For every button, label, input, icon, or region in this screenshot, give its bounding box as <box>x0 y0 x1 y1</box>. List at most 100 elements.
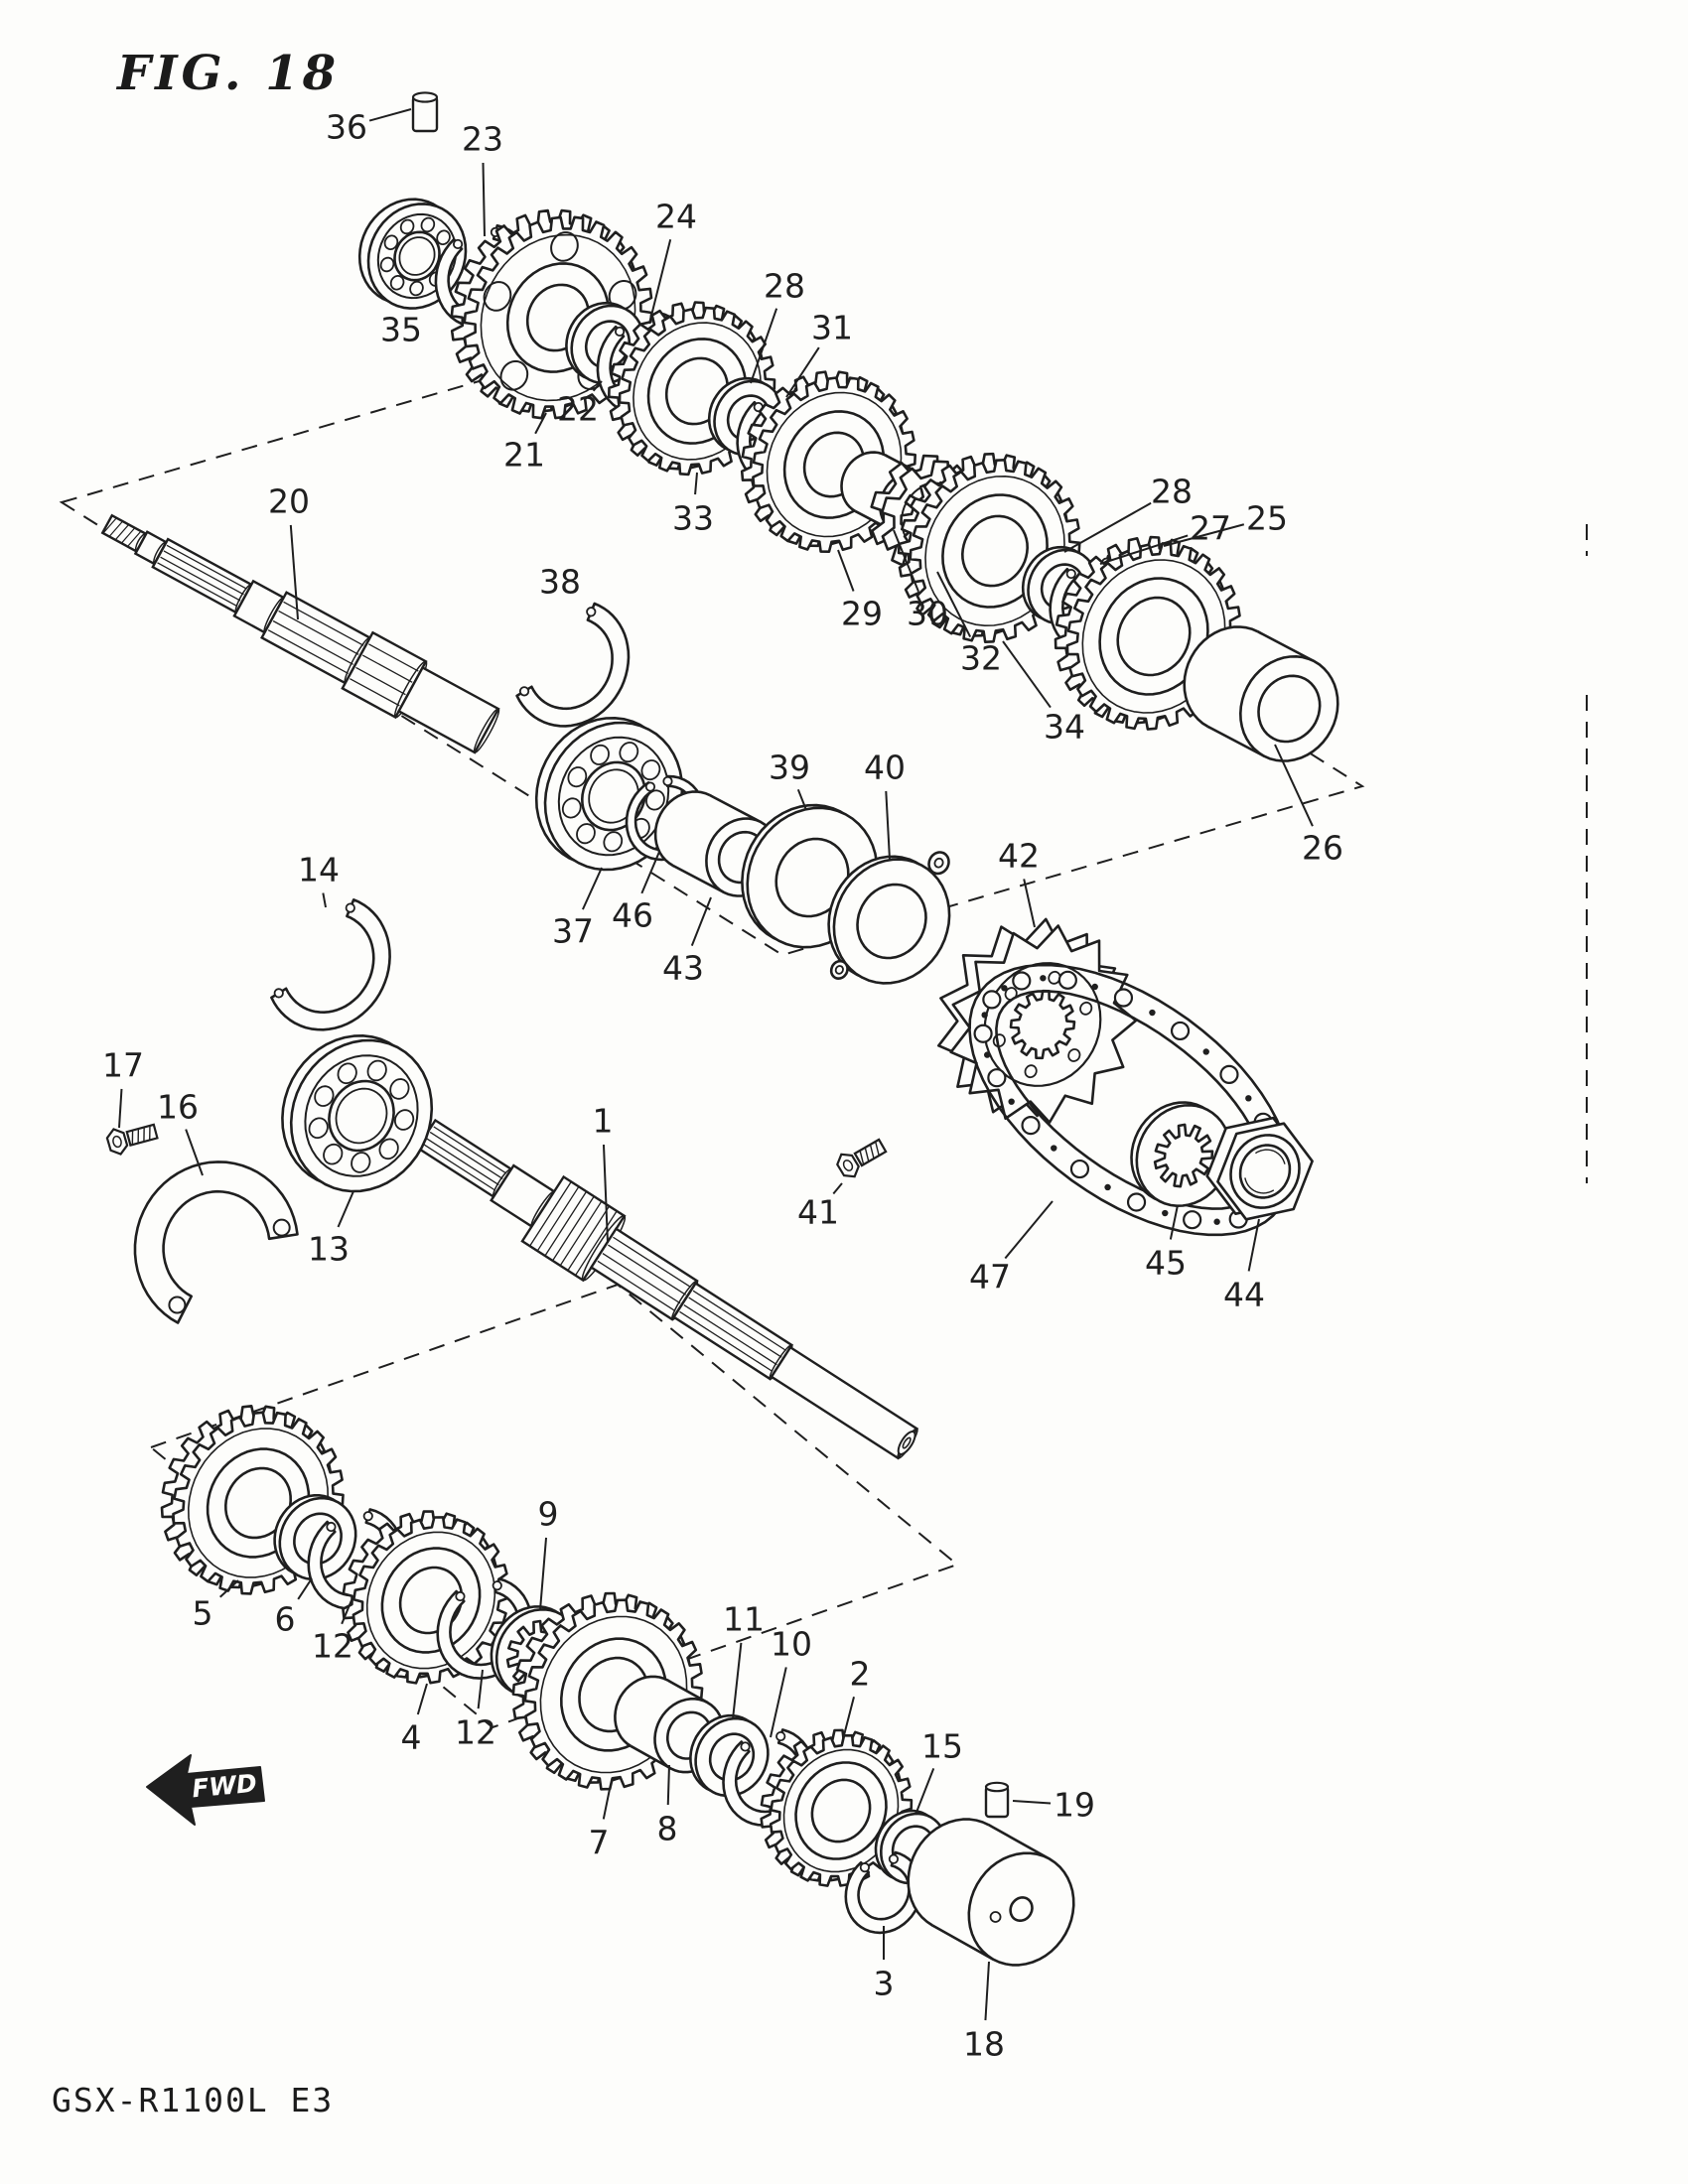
callout-19: 19 <box>1012 1786 1095 1825</box>
svg-text:19: 19 <box>1054 1786 1095 1825</box>
callout-36: 36 <box>326 108 412 147</box>
svg-text:14: 14 <box>298 851 340 889</box>
callout-15: 15 <box>914 1727 963 1816</box>
svg-text:36: 36 <box>326 108 367 147</box>
callout-26: 26 <box>1274 744 1343 868</box>
callout-13: 13 <box>308 1190 354 1269</box>
fwd-arrow: FWD <box>146 1754 265 1826</box>
callout-22: 22 <box>557 380 603 429</box>
svg-text:28: 28 <box>1151 473 1193 511</box>
callout-20: 20 <box>268 482 310 620</box>
callout-5: 5 <box>193 1579 239 1633</box>
part-41 <box>836 1138 888 1178</box>
callout-21: 21 <box>503 412 547 475</box>
svg-text:7: 7 <box>589 1824 610 1862</box>
callout-28: 28 <box>750 267 805 384</box>
callout-1: 1 <box>593 1102 614 1244</box>
callout-45: 45 <box>1145 1204 1187 1283</box>
callout-9: 9 <box>538 1495 559 1611</box>
callout-16: 16 <box>157 1088 204 1176</box>
svg-text:38: 38 <box>539 563 581 602</box>
callout-18: 18 <box>963 1961 1005 2064</box>
svg-text:33: 33 <box>672 499 714 538</box>
svg-text:41: 41 <box>797 1193 839 1232</box>
callout-3: 3 <box>874 1926 895 2003</box>
svg-text:21: 21 <box>503 436 545 475</box>
svg-text:9: 9 <box>538 1495 559 1534</box>
svg-text:32: 32 <box>960 639 1002 678</box>
svg-text:30: 30 <box>907 595 948 633</box>
callout-4: 4 <box>401 1683 428 1757</box>
part-42 <box>937 917 1138 1124</box>
part-26 <box>1183 625 1339 762</box>
callout-37: 37 <box>552 867 603 951</box>
svg-text:10: 10 <box>771 1625 812 1664</box>
part-44 <box>1205 1116 1314 1221</box>
svg-text:46: 46 <box>612 896 653 935</box>
svg-text:29: 29 <box>841 595 883 633</box>
svg-text:42: 42 <box>998 837 1040 876</box>
callout-31: 31 <box>785 309 853 398</box>
callout-44: 44 <box>1223 1218 1265 1314</box>
svg-text:18: 18 <box>963 2025 1005 2064</box>
svg-text:23: 23 <box>462 120 503 159</box>
svg-text:28: 28 <box>764 267 805 306</box>
part-36 <box>411 91 439 133</box>
svg-text:17: 17 <box>102 1046 144 1085</box>
callout-27: 27 <box>1099 509 1231 565</box>
part-45 <box>1130 1101 1232 1207</box>
callout-47: 47 <box>969 1200 1054 1297</box>
svg-text:20: 20 <box>268 482 310 521</box>
callout-23: 23 <box>462 120 503 237</box>
callout-24: 24 <box>648 198 697 325</box>
part-20 <box>100 513 500 754</box>
callout-33: 33 <box>672 472 714 538</box>
part-4 <box>342 1510 510 1685</box>
svg-text:37: 37 <box>552 912 594 951</box>
part-38 <box>515 602 631 728</box>
callout-29: 29 <box>837 549 883 633</box>
part-14 <box>270 898 391 1031</box>
callout-38: 38 <box>539 563 581 602</box>
svg-text:47: 47 <box>969 1258 1011 1297</box>
part-18 <box>907 1818 1075 1967</box>
callout-30: 30 <box>893 529 948 633</box>
callout-34: 34 <box>1002 640 1085 747</box>
callout-17: 17 <box>102 1046 144 1129</box>
svg-text:5: 5 <box>193 1594 213 1633</box>
callout-2: 2 <box>843 1655 871 1736</box>
fwd-label: FWD <box>191 1769 258 1804</box>
svg-text:34: 34 <box>1044 708 1085 747</box>
callout-14: 14 <box>298 851 340 908</box>
callout-39: 39 <box>769 749 810 811</box>
svg-text:12: 12 <box>455 1713 496 1752</box>
callout-8: 8 <box>657 1764 678 1848</box>
svg-text:11: 11 <box>723 1600 765 1639</box>
callout-7: 7 <box>589 1788 611 1862</box>
dashed-guide-2 <box>148 1283 960 1729</box>
part-16 <box>133 1160 299 1324</box>
svg-text:25: 25 <box>1246 499 1288 538</box>
callout-46: 46 <box>612 851 660 935</box>
svg-text:26: 26 <box>1302 829 1343 868</box>
svg-text:16: 16 <box>157 1088 199 1127</box>
svg-text:2: 2 <box>850 1655 871 1694</box>
svg-text:40: 40 <box>864 749 906 787</box>
callout-35: 35 <box>380 311 422 349</box>
callout-12: 12 <box>312 1599 353 1666</box>
part-17 <box>105 1123 159 1156</box>
svg-text:15: 15 <box>921 1727 963 1766</box>
part-13 <box>281 1034 434 1193</box>
callout-6: 6 <box>275 1577 313 1639</box>
svg-text:3: 3 <box>874 1965 895 2003</box>
svg-text:45: 45 <box>1145 1244 1187 1283</box>
callout-40: 40 <box>864 749 906 861</box>
svg-text:1: 1 <box>593 1102 614 1141</box>
callout-11: 11 <box>723 1600 765 1720</box>
callout-25: 25 <box>1163 499 1288 547</box>
callout-28: 28 <box>1063 473 1193 553</box>
callout-43: 43 <box>662 896 712 988</box>
part-19 <box>984 1781 1010 1819</box>
